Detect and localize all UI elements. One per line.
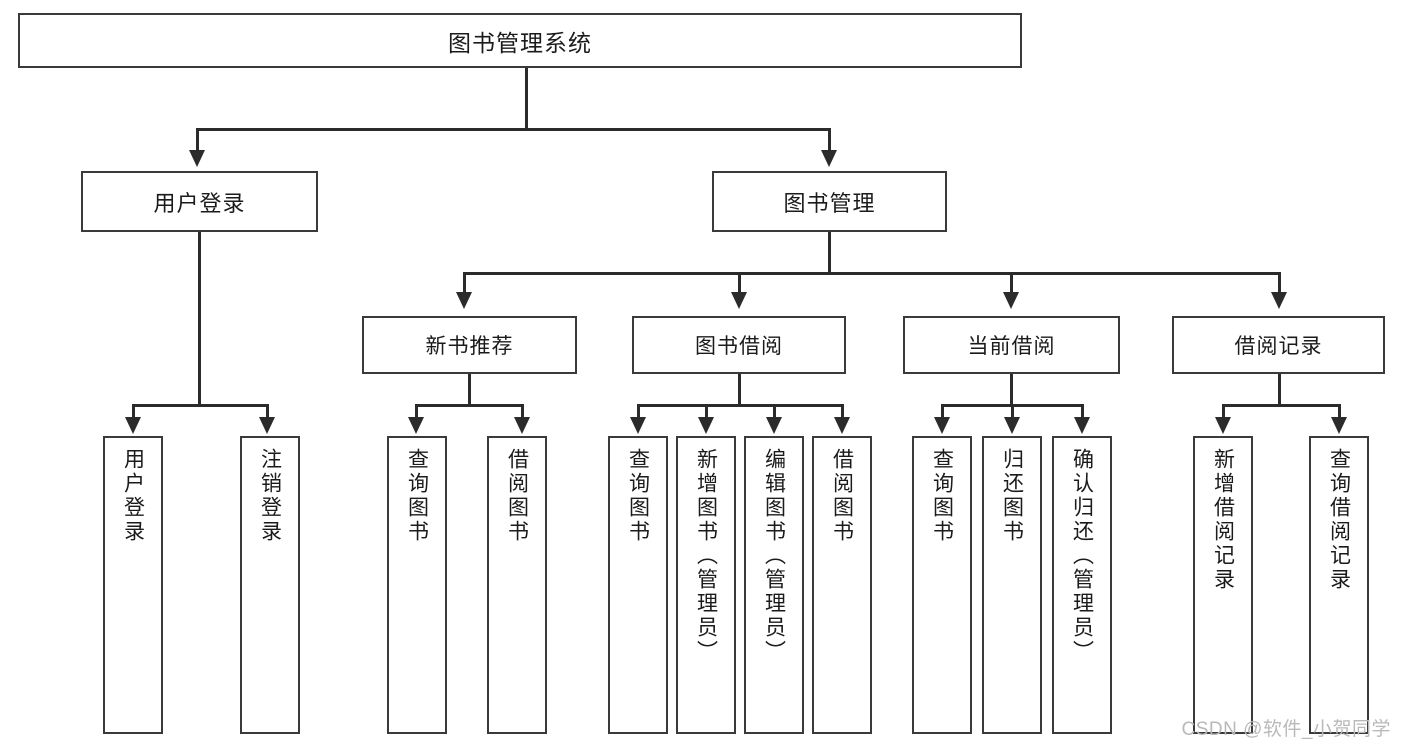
arrowhead-leaf-edit-book — [766, 417, 782, 434]
arrowhead-leaf-query-book-cb — [934, 417, 950, 434]
connector-to-borrow-record — [1278, 272, 1281, 294]
connector-new-book-bus — [415, 404, 521, 407]
node-label: 用户登录 — [121, 448, 145, 544]
connector-user-login-stem — [198, 232, 201, 406]
node-book-borrow[interactable]: 图书借阅 — [632, 316, 846, 374]
leaf-logout[interactable]: 注销登录 — [240, 436, 300, 734]
leaf-query-borrow-record[interactable]: 查询借阅记录 — [1309, 436, 1369, 734]
leaf-query-book-current[interactable]: 查询图书 — [912, 436, 972, 734]
leaf-add-borrow-record[interactable]: 新增借阅记录 — [1193, 436, 1253, 734]
leaf-edit-book-admin[interactable]: 编辑图书（管理员） — [744, 436, 804, 734]
leaf-return-book[interactable]: 归还图书 — [982, 436, 1042, 734]
node-label: 当前借阅 — [967, 335, 1056, 358]
node-label: 借阅图书 — [505, 448, 529, 544]
node-label: 确认归还（管理员） — [1070, 448, 1094, 664]
leaf-add-book-admin[interactable]: 新增图书（管理员） — [676, 436, 736, 734]
connector-current-borrow-stem — [1010, 374, 1013, 406]
connector-borrow-record-drop-2 — [1338, 404, 1341, 419]
node-label: 编辑图书（管理员） — [762, 448, 786, 664]
arrowhead-leaf-confirm-return — [1074, 417, 1090, 434]
leaf-borrow-book[interactable]: 借阅图书 — [812, 436, 872, 734]
connector-to-new-book — [463, 272, 466, 294]
arrowhead-leaf-user-login — [125, 417, 141, 434]
connector-user-login-drop-2 — [266, 404, 269, 419]
connector-book-borrow-stem — [738, 374, 741, 406]
connector-book-borrow-drop-4 — [841, 404, 844, 419]
node-label: 查询图书 — [626, 448, 650, 544]
node-book-management[interactable]: 图书管理 — [712, 171, 947, 232]
connector-borrow-record-drop-1 — [1222, 404, 1225, 419]
node-label: 借阅图书 — [830, 448, 854, 544]
node-borrow-record[interactable]: 借阅记录 — [1172, 316, 1385, 374]
node-label: 用户登录 — [153, 190, 246, 216]
connector-book-mgmt-bus — [463, 272, 1278, 275]
node-label: 新增图书（管理员） — [694, 448, 718, 664]
connector-root-to-book-mgmt — [828, 128, 831, 152]
arrowhead-leaf-query-book-bb — [630, 417, 646, 434]
leaf-confirm-return-admin[interactable]: 确认归还（管理员） — [1052, 436, 1112, 734]
connector-book-borrow-bus — [637, 404, 841, 407]
node-label: 图书管理系统 — [448, 29, 592, 56]
arrowhead-leaf-borrow-book-nb — [514, 417, 530, 434]
connector-user-login-drop-1 — [132, 404, 135, 419]
node-root-system[interactable]: 图书管理系统 — [18, 13, 1022, 68]
node-label: 新增借阅记录 — [1211, 448, 1235, 592]
connector-current-borrow-drop-2 — [1011, 404, 1014, 419]
arrowhead-leaf-add-book — [698, 417, 714, 434]
connector-root-bus — [196, 128, 830, 131]
node-label: 查询图书 — [930, 448, 954, 544]
leaf-user-login[interactable]: 用户登录 — [103, 436, 163, 734]
connector-new-book-stem — [468, 374, 471, 406]
connector-book-mgmt-stem — [828, 232, 831, 274]
node-label: 图书管理 — [783, 190, 876, 216]
connector-current-borrow-drop-1 — [941, 404, 944, 419]
node-new-book-recommend[interactable]: 新书推荐 — [362, 316, 577, 374]
connector-root-to-user-login — [196, 128, 199, 152]
arrowhead-leaf-query-record — [1331, 417, 1347, 434]
connector-book-borrow-drop-2 — [705, 404, 708, 419]
leaf-query-book-new[interactable]: 查询图书 — [387, 436, 447, 734]
arrowhead-new-book-recommend — [456, 292, 472, 309]
arrowhead-leaf-return-book — [1004, 417, 1020, 434]
arrowhead-leaf-borrow-book-bb — [834, 417, 850, 434]
connector-new-book-drop-1 — [415, 404, 418, 419]
node-label: 查询借阅记录 — [1327, 448, 1351, 592]
arrowhead-book-borrow — [731, 292, 747, 309]
arrowhead-user-login — [189, 150, 205, 167]
node-user-login[interactable]: 用户登录 — [81, 171, 318, 232]
connector-borrow-record-stem — [1278, 374, 1281, 406]
connector-book-borrow-drop-3 — [773, 404, 776, 419]
node-label: 注销登录 — [258, 448, 282, 544]
leaf-query-book-borrow[interactable]: 查询图书 — [608, 436, 668, 734]
node-current-borrow[interactable]: 当前借阅 — [903, 316, 1120, 374]
leaf-borrow-book-new[interactable]: 借阅图书 — [487, 436, 547, 734]
arrowhead-leaf-logout — [259, 417, 275, 434]
node-label: 新书推荐 — [425, 335, 514, 358]
connector-borrow-record-bus — [1222, 404, 1338, 407]
connector-current-borrow-drop-3 — [1081, 404, 1084, 419]
arrowhead-leaf-add-record — [1215, 417, 1231, 434]
node-label: 借阅记录 — [1234, 335, 1323, 358]
arrowhead-leaf-query-book-nb — [408, 417, 424, 434]
connector-new-book-drop-2 — [521, 404, 524, 419]
node-label: 归还图书 — [1000, 448, 1024, 544]
arrowhead-borrow-record — [1271, 292, 1287, 309]
connector-to-book-borrow — [738, 272, 741, 294]
arrowhead-current-borrow — [1003, 292, 1019, 309]
arrowhead-book-mgmt — [821, 150, 837, 167]
connector-to-current-borrow — [1010, 272, 1013, 294]
connector-root-stem — [525, 68, 528, 130]
node-label: 查询图书 — [405, 448, 429, 544]
node-label: 图书借阅 — [695, 335, 783, 358]
connector-book-borrow-drop-1 — [637, 404, 640, 419]
connector-user-login-bus — [132, 404, 266, 407]
